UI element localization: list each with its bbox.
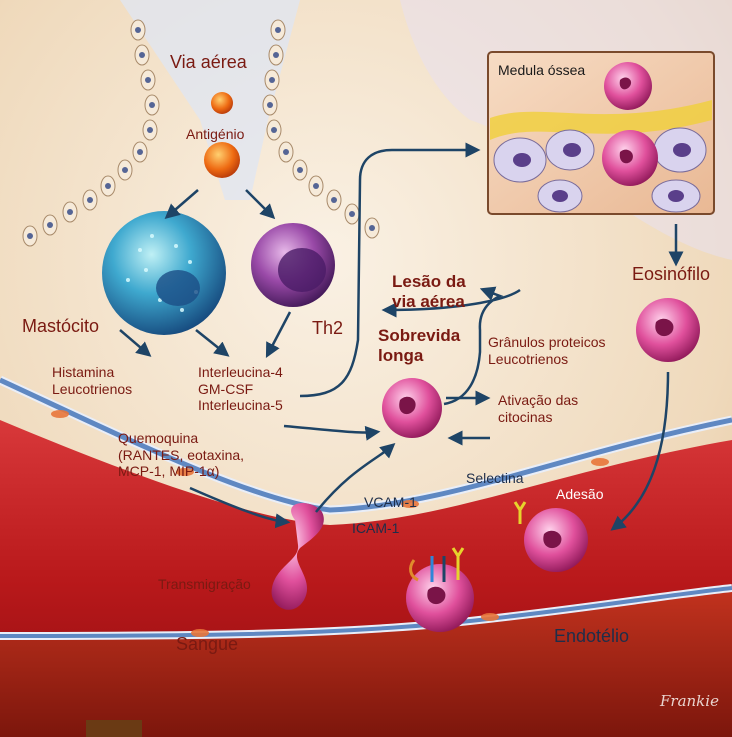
label-transmigration: Transmigração	[158, 576, 251, 593]
label-interleukin-4: Interleucina-4	[198, 364, 283, 381]
label-histamine: Histamina	[52, 364, 132, 381]
label-th2: Th2	[312, 318, 343, 339]
label-th2-mediators: Interleucina-4 GM-CSF Interleucina-5	[198, 364, 283, 414]
label-endothelium: Endotélio	[554, 626, 629, 647]
label-airway-injury: Lesão da via aérea	[392, 272, 466, 312]
label-long-survival: Sobrevida longa	[378, 326, 460, 366]
label-selectin: Selectina	[466, 470, 524, 487]
mast-cell	[102, 211, 226, 335]
label-airway: Via aérea	[170, 52, 247, 73]
label-cytokine-activation: Ativação das citocinas	[498, 392, 578, 425]
label-antigen: Antigénio	[186, 126, 244, 143]
label-chemokine: Quemoquina (RANTES, eotaxina, MCP-1, MIP…	[118, 430, 244, 480]
artist-signature: Frankie	[660, 692, 719, 710]
label-leukotrienes: Leucotrienos	[52, 381, 132, 398]
antigen-particle	[211, 92, 233, 114]
label-mast-cell: Mastócito	[22, 316, 99, 337]
label-granule-proteins: Grânulos proteicos Leucotrienos	[488, 334, 606, 367]
label-mast-mediators: Histamina Leucotrienos	[52, 364, 132, 397]
label-blood: Sangue	[176, 634, 238, 655]
label-vcam-1: VCAM-1	[364, 494, 417, 511]
label-eosinophil: Eosinófilo	[632, 264, 710, 285]
label-adhesion: Adesão	[556, 486, 603, 503]
label-icam-1: ICAM-1	[352, 520, 399, 537]
label-bone-marrow: Medula óssea	[498, 62, 585, 79]
label-gm-csf: GM-CSF	[198, 381, 283, 398]
label-interleukin-5: Interleucina-5	[198, 397, 283, 414]
corner-block	[86, 720, 142, 737]
antigen-particle	[204, 142, 240, 178]
